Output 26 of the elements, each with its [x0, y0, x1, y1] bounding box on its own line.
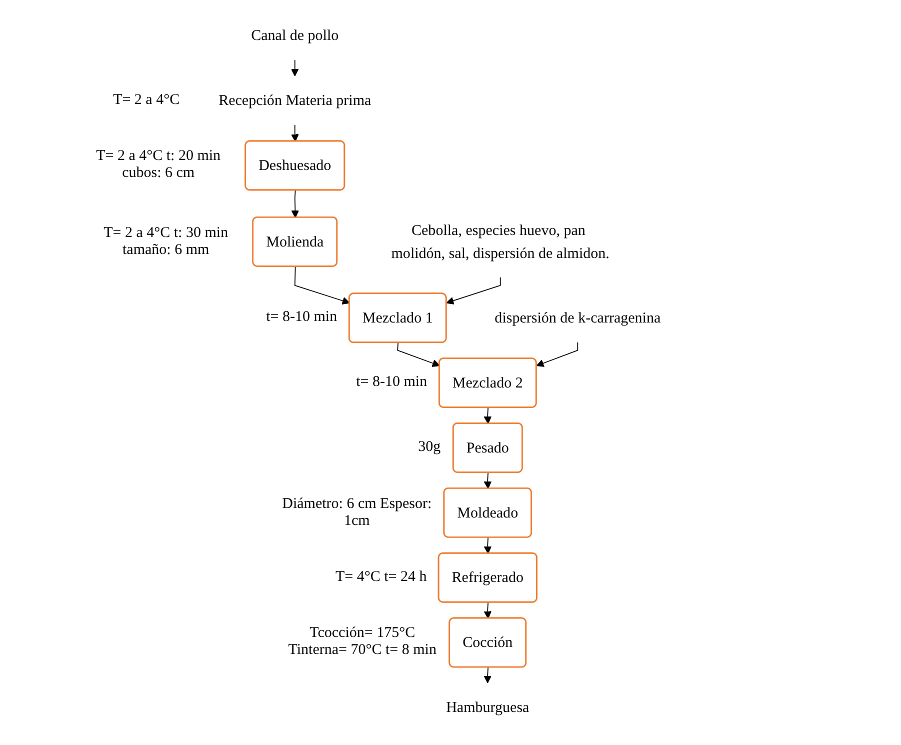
step-note: t= 8-10 min: [266, 309, 338, 326]
arrow: [484, 472, 492, 489]
arrow: [484, 602, 492, 619]
arrow: [484, 407, 492, 424]
arrow: [397, 342, 440, 367]
node-text: Cebolla, especies huevo, pan molidón, sal, dispersión de almidon.: [391, 222, 610, 262]
step-note: T= 4°C t= 24 h: [336, 569, 427, 586]
step-note: t= 8-10 min: [356, 374, 428, 392]
arrow: [446, 276, 501, 304]
node-text: Recepción Materia prima: [218, 92, 372, 109]
arrow: [291, 124, 299, 142]
step-note: Tcocción= 175°C Tinterna= 70°C t= 8 min: [287, 625, 438, 660]
arrow: [536, 342, 578, 367]
node-text: Canal de pollo: [251, 26, 339, 44]
step-note: T= 2 a 4°C t: 30 min tamaño: 6 mm: [102, 224, 230, 259]
step-note: T= 2 a 4°C t: 20 min cubos: 6 cm: [95, 148, 222, 182]
arrow: [484, 537, 492, 554]
arrow: [291, 60, 299, 76]
arrow: [291, 190, 300, 218]
arrow: [484, 667, 492, 684]
arrow: [294, 266, 350, 304]
node-text: Hamburguesa: [446, 698, 530, 716]
step-note: Diámetro: 6 cm Espesor: 1cm: [282, 496, 432, 530]
step-note: T= 2 a 4°C: [113, 92, 180, 110]
node-text: dispersión de k-carragenina: [494, 309, 661, 326]
step-note: 30g: [418, 439, 441, 456]
